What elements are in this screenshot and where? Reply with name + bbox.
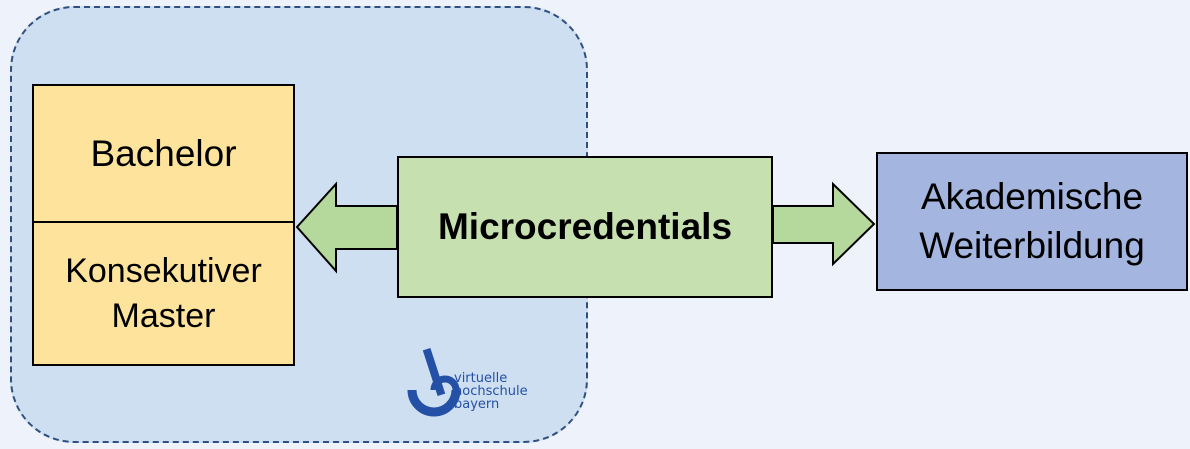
master-label-line1: Konsekutiver	[65, 251, 262, 290]
logo-line3: bayern	[454, 397, 500, 412]
vhb-logo-icon	[407, 347, 461, 417]
master-box: Konsekutiver Master	[32, 221, 295, 366]
logo-line1: virtuelle	[454, 371, 508, 386]
bachelor-box: Bachelor	[32, 84, 295, 223]
master-label-line2: Master	[111, 296, 216, 335]
microcredentials-label: Microcredentials	[437, 206, 733, 247]
bachelor-label: Bachelor	[90, 132, 237, 174]
weiterbildung-label-line1: Akademische	[920, 176, 1144, 218]
right-arrow	[772, 181, 876, 267]
microcredentials-box: Microcredentials	[397, 156, 773, 298]
weiterbildung-box: Akademische Weiterbildung	[876, 152, 1188, 291]
logo-line2: hochschule	[454, 384, 528, 399]
vhb-logo-text: virtuelle hochschule bayern	[454, 372, 528, 411]
weiterbildung-label-line2: Weiterbildung	[919, 224, 1145, 266]
